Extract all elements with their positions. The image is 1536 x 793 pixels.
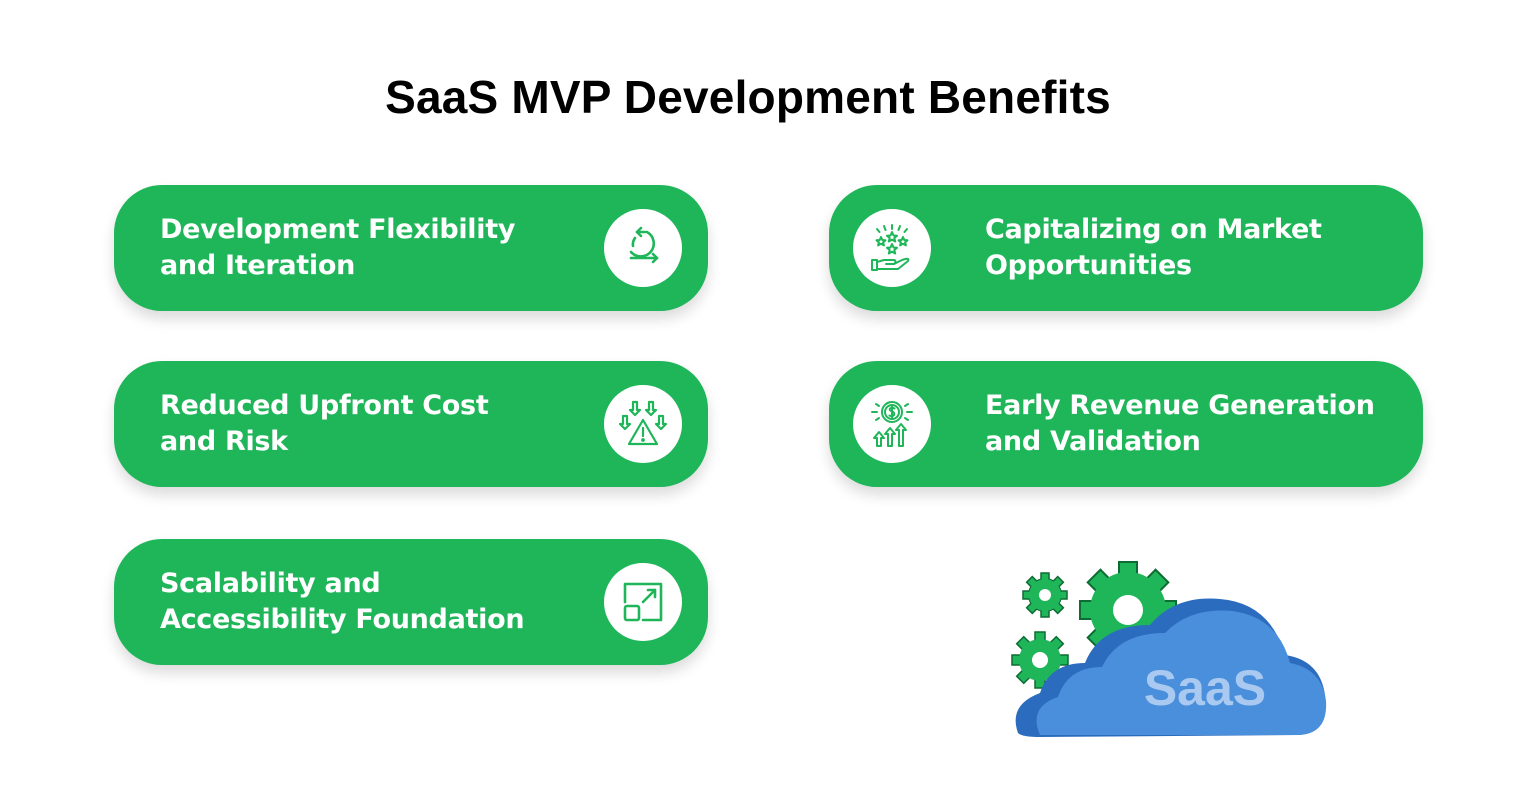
- icon-circle: [604, 209, 682, 287]
- benefit-label-line2: and Validation: [985, 426, 1201, 457]
- icon-circle: [853, 209, 931, 287]
- benefit-label-line1: Scalability and: [160, 568, 381, 599]
- benefit-label: Reduced Upfront Cost and Risk: [160, 388, 489, 460]
- benefit-label-line2: and Risk: [160, 426, 288, 457]
- risk-warning-icon: [618, 400, 668, 446]
- revenue-growth-icon: [871, 401, 913, 447]
- benefit-label-line2: Accessibility Foundation: [160, 604, 525, 635]
- scale-expand-icon: [623, 582, 663, 622]
- benefit-card-scalability: Scalability and Accessibility Foundation: [114, 539, 708, 665]
- benefit-label: Early Revenue Generation and Validation: [985, 388, 1375, 460]
- icon-circle: [853, 385, 931, 463]
- benefit-card-market-opportunities: Capitalizing on Market Opportunities: [829, 185, 1423, 311]
- benefit-label: Scalability and Accessibility Foundation: [160, 566, 525, 638]
- benefit-card-development-flexibility: Development Flexibility and Iteration: [114, 185, 708, 311]
- benefit-label-line1: Early Revenue Generation: [985, 390, 1375, 421]
- iteration-cycle-icon: [629, 226, 659, 264]
- hand-stars-icon: [871, 224, 910, 271]
- saas-text: SaaS: [1144, 660, 1266, 716]
- benefit-label: Development Flexibility and Iteration: [160, 212, 515, 284]
- page-title: SaaS MVP Development Benefits: [385, 71, 1111, 123]
- benefit-card-reduced-cost: Reduced Upfront Cost and Risk: [114, 361, 708, 487]
- benefit-label-line1: Development Flexibility: [160, 214, 516, 245]
- benefit-label-line2: and Iteration: [160, 250, 356, 281]
- benefit-label-line1: Reduced Upfront Cost: [160, 390, 489, 421]
- benefit-card-early-revenue: Early Revenue Generation and Validation: [829, 361, 1423, 487]
- icon-circle: [604, 563, 682, 641]
- saas-cloud-illustration: SaaS: [1011, 561, 1327, 737]
- benefit-label: Capitalizing on Market Opportunities: [985, 212, 1322, 284]
- cloud-icon: [1015, 598, 1327, 737]
- icon-circle: [604, 385, 682, 463]
- benefit-label-line1: Capitalizing on Market: [985, 214, 1322, 245]
- benefit-label-line2: Opportunities: [985, 250, 1192, 281]
